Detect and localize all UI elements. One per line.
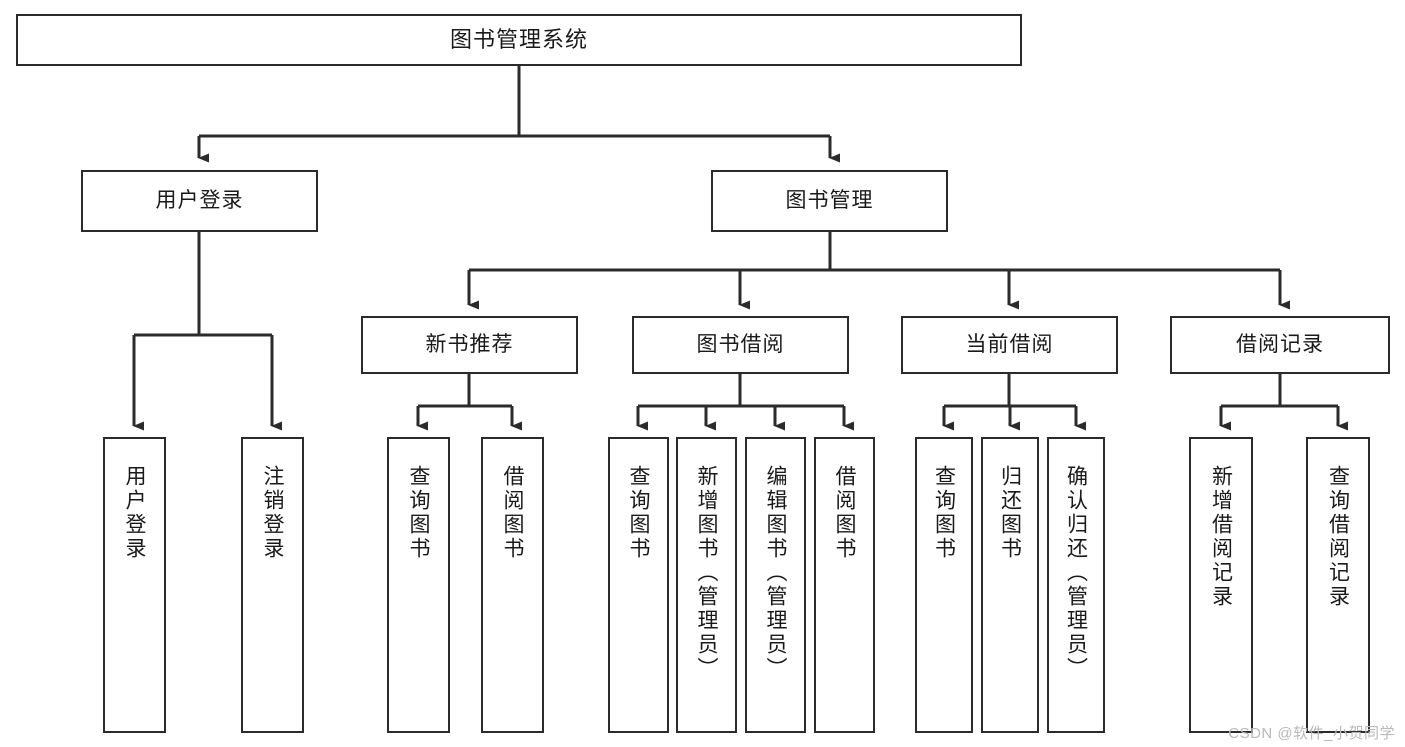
node-label: 查询借阅记录	[1326, 465, 1350, 609]
node-leaf-user-login[interactable]: 用户登录	[103, 437, 166, 733]
node-label: 查询图书	[932, 465, 956, 561]
node-label: 图书管理系统	[449, 27, 588, 53]
node-leaf-query-book-3[interactable]: 查询图书	[915, 437, 973, 733]
node-label: 确认归还（管理员）	[1064, 465, 1088, 681]
node-label: 查询图书	[627, 465, 651, 561]
node-label: 新增图书（管理员）	[695, 465, 719, 681]
node-label: 归还图书	[998, 465, 1022, 561]
node-leaf-logout-login[interactable]: 注销登录	[241, 437, 304, 733]
node-leaf-return-book[interactable]: 归还图书	[981, 437, 1039, 733]
node-leaf-add-book[interactable]: 新增图书（管理员）	[676, 437, 737, 733]
node-label: 新增借阅记录	[1209, 465, 1233, 609]
node-leaf-query-book-1[interactable]: 查询图书	[387, 437, 450, 733]
node-label: 图书管理	[785, 188, 874, 212]
node-label: 用户登录	[155, 188, 244, 212]
node-label: 查询图书	[407, 465, 431, 561]
node-new-book-recommend[interactable]: 新书推荐	[361, 316, 578, 374]
node-book-management[interactable]: 图书管理	[711, 170, 948, 232]
node-borrow-record[interactable]: 借阅记录	[1170, 316, 1390, 374]
node-leaf-query-book-2[interactable]: 查询图书	[608, 437, 669, 733]
node-leaf-borrow-book-2[interactable]: 借阅图书	[814, 437, 875, 733]
node-leaf-add-borrow-record[interactable]: 新增借阅记录	[1189, 437, 1253, 733]
node-label: 编辑图书（管理员）	[764, 465, 788, 681]
node-leaf-query-borrow-record[interactable]: 查询借阅记录	[1306, 437, 1370, 733]
node-leaf-confirm-return[interactable]: 确认归还（管理员）	[1047, 437, 1105, 733]
node-label: 新书推荐	[425, 332, 514, 356]
csdn-watermark: CSDN @软件_小贺同学	[1228, 725, 1395, 742]
node-label: 借阅图书	[833, 465, 857, 561]
node-label: 借阅记录	[1236, 332, 1324, 356]
node-user-login[interactable]: 用户登录	[81, 170, 318, 232]
node-book-borrow[interactable]: 图书借阅	[632, 316, 849, 374]
node-root-system[interactable]: 图书管理系统	[16, 14, 1022, 66]
node-current-borrow[interactable]: 当前借阅	[901, 316, 1118, 374]
node-label: 图书借阅	[696, 332, 785, 356]
node-leaf-borrow-book-1[interactable]: 借阅图书	[481, 437, 544, 733]
node-label: 当前借阅	[965, 332, 1054, 356]
node-label: 注销登录	[261, 465, 285, 561]
node-leaf-edit-book[interactable]: 编辑图书（管理员）	[745, 437, 806, 733]
node-label: 用户登录	[123, 465, 147, 561]
node-label: 借阅图书	[501, 465, 525, 561]
